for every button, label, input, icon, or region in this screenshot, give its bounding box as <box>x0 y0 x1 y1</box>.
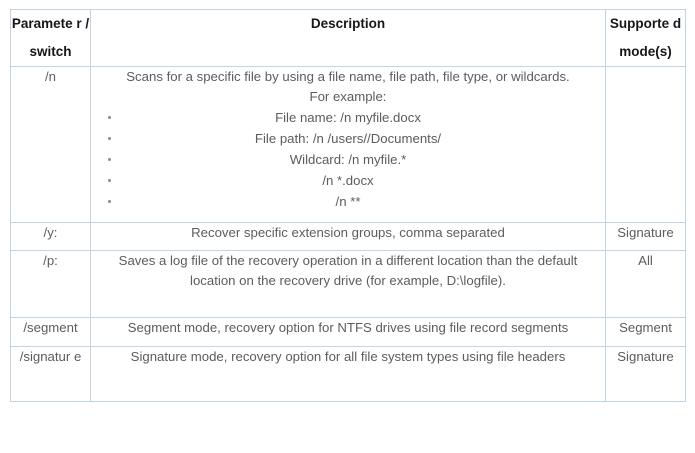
description-line: Scans for a specific file by using a fil… <box>126 69 570 84</box>
description-line: Recover specific extension groups, comma… <box>191 225 505 240</box>
table-row: /signatur e Signature mode, recovery opt… <box>10 346 686 402</box>
description-line: Signature mode, recovery option for all … <box>130 349 566 364</box>
cell-parameter: /signatur e <box>10 346 91 402</box>
cell-parameter: /n <box>10 66 91 223</box>
table-row: /p: Saves a log file of the recovery ope… <box>10 250 686 318</box>
description-line: Segment mode, recovery option for NTFS d… <box>127 320 569 335</box>
column-header-parameter: Paramete r / switch <box>10 9 91 67</box>
winfr-parameters-table: Paramete r / switch Description Supporte… <box>10 9 686 402</box>
cell-parameter: /segment <box>10 317 91 347</box>
cell-description: Segment mode, recovery option for NTFS d… <box>90 317 606 347</box>
table-header: Paramete r / switch Description Supporte… <box>10 9 686 67</box>
cell-description: Recover specific extension groups, comma… <box>90 222 606 251</box>
cell-supported-mode: All <box>605 250 686 318</box>
cell-supported-mode: Segment <box>605 317 686 347</box>
table-header-row: Paramete r / switch Description Supporte… <box>10 9 686 67</box>
table-row: /n Scans for a specific file by using a … <box>10 66 686 223</box>
cell-description: Scans for a specific file by using a fil… <box>90 66 606 223</box>
cell-parameter: /p: <box>10 250 91 318</box>
column-header-description: Description <box>90 9 606 67</box>
cell-parameter: /y: <box>10 222 91 251</box>
table-row: /y: Recover specific extension groups, c… <box>10 222 686 251</box>
description-bullet-list: File name: /n myfile.docx File path: /n … <box>99 107 597 212</box>
cell-supported-mode: Signature <box>605 222 686 251</box>
table-row: /segment Segment mode, recovery option f… <box>10 317 686 347</box>
description-line: Saves a log file of the recovery operati… <box>118 253 578 288</box>
cell-description: Saves a log file of the recovery operati… <box>90 250 606 318</box>
cell-description: Signature mode, recovery option for all … <box>90 346 606 402</box>
cell-supported-mode: Signature <box>605 346 686 402</box>
list-item: File path: /n /users//Documents/ <box>99 128 597 149</box>
description-line: For example: <box>309 89 387 104</box>
table-body: /n Scans for a specific file by using a … <box>10 66 686 402</box>
cell-supported-mode <box>605 66 686 223</box>
column-header-supported-modes: Supporte d mode(s) <box>605 9 686 67</box>
list-item: /n *.docx <box>99 170 597 191</box>
list-item: File name: /n myfile.docx <box>99 107 597 128</box>
list-item: Wildcard: /n myfile.* <box>99 149 597 170</box>
list-item: /n ** <box>99 191 597 212</box>
